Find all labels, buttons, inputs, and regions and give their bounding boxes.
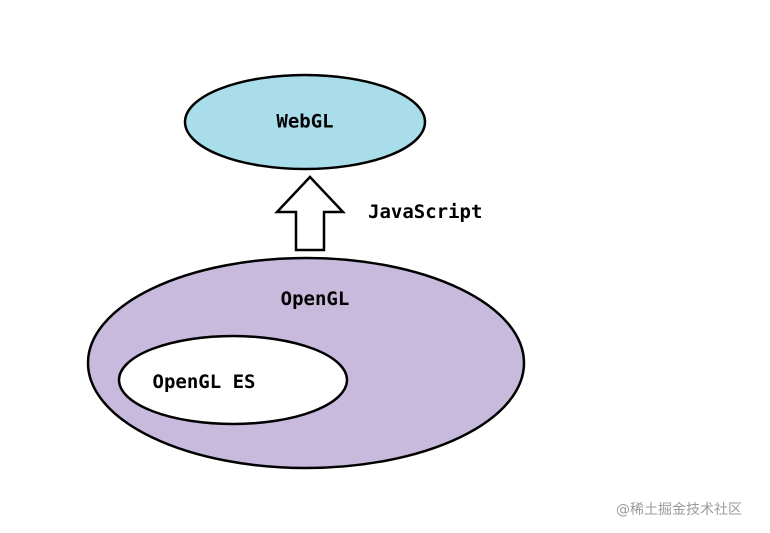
watermark-text: @稀土掘金技术社区	[616, 502, 742, 518]
webgl-ellipse	[183, 73, 427, 171]
opengl-es-ellipse	[117, 334, 349, 426]
up-arrow-icon	[274, 175, 346, 252]
opengl-es-label: OpenGL ES	[153, 371, 256, 393]
opengl-label: OpenGL	[281, 288, 350, 310]
webgl-label: WebGL	[276, 111, 333, 133]
arrow-label-javascript: JavaScript	[368, 201, 482, 223]
